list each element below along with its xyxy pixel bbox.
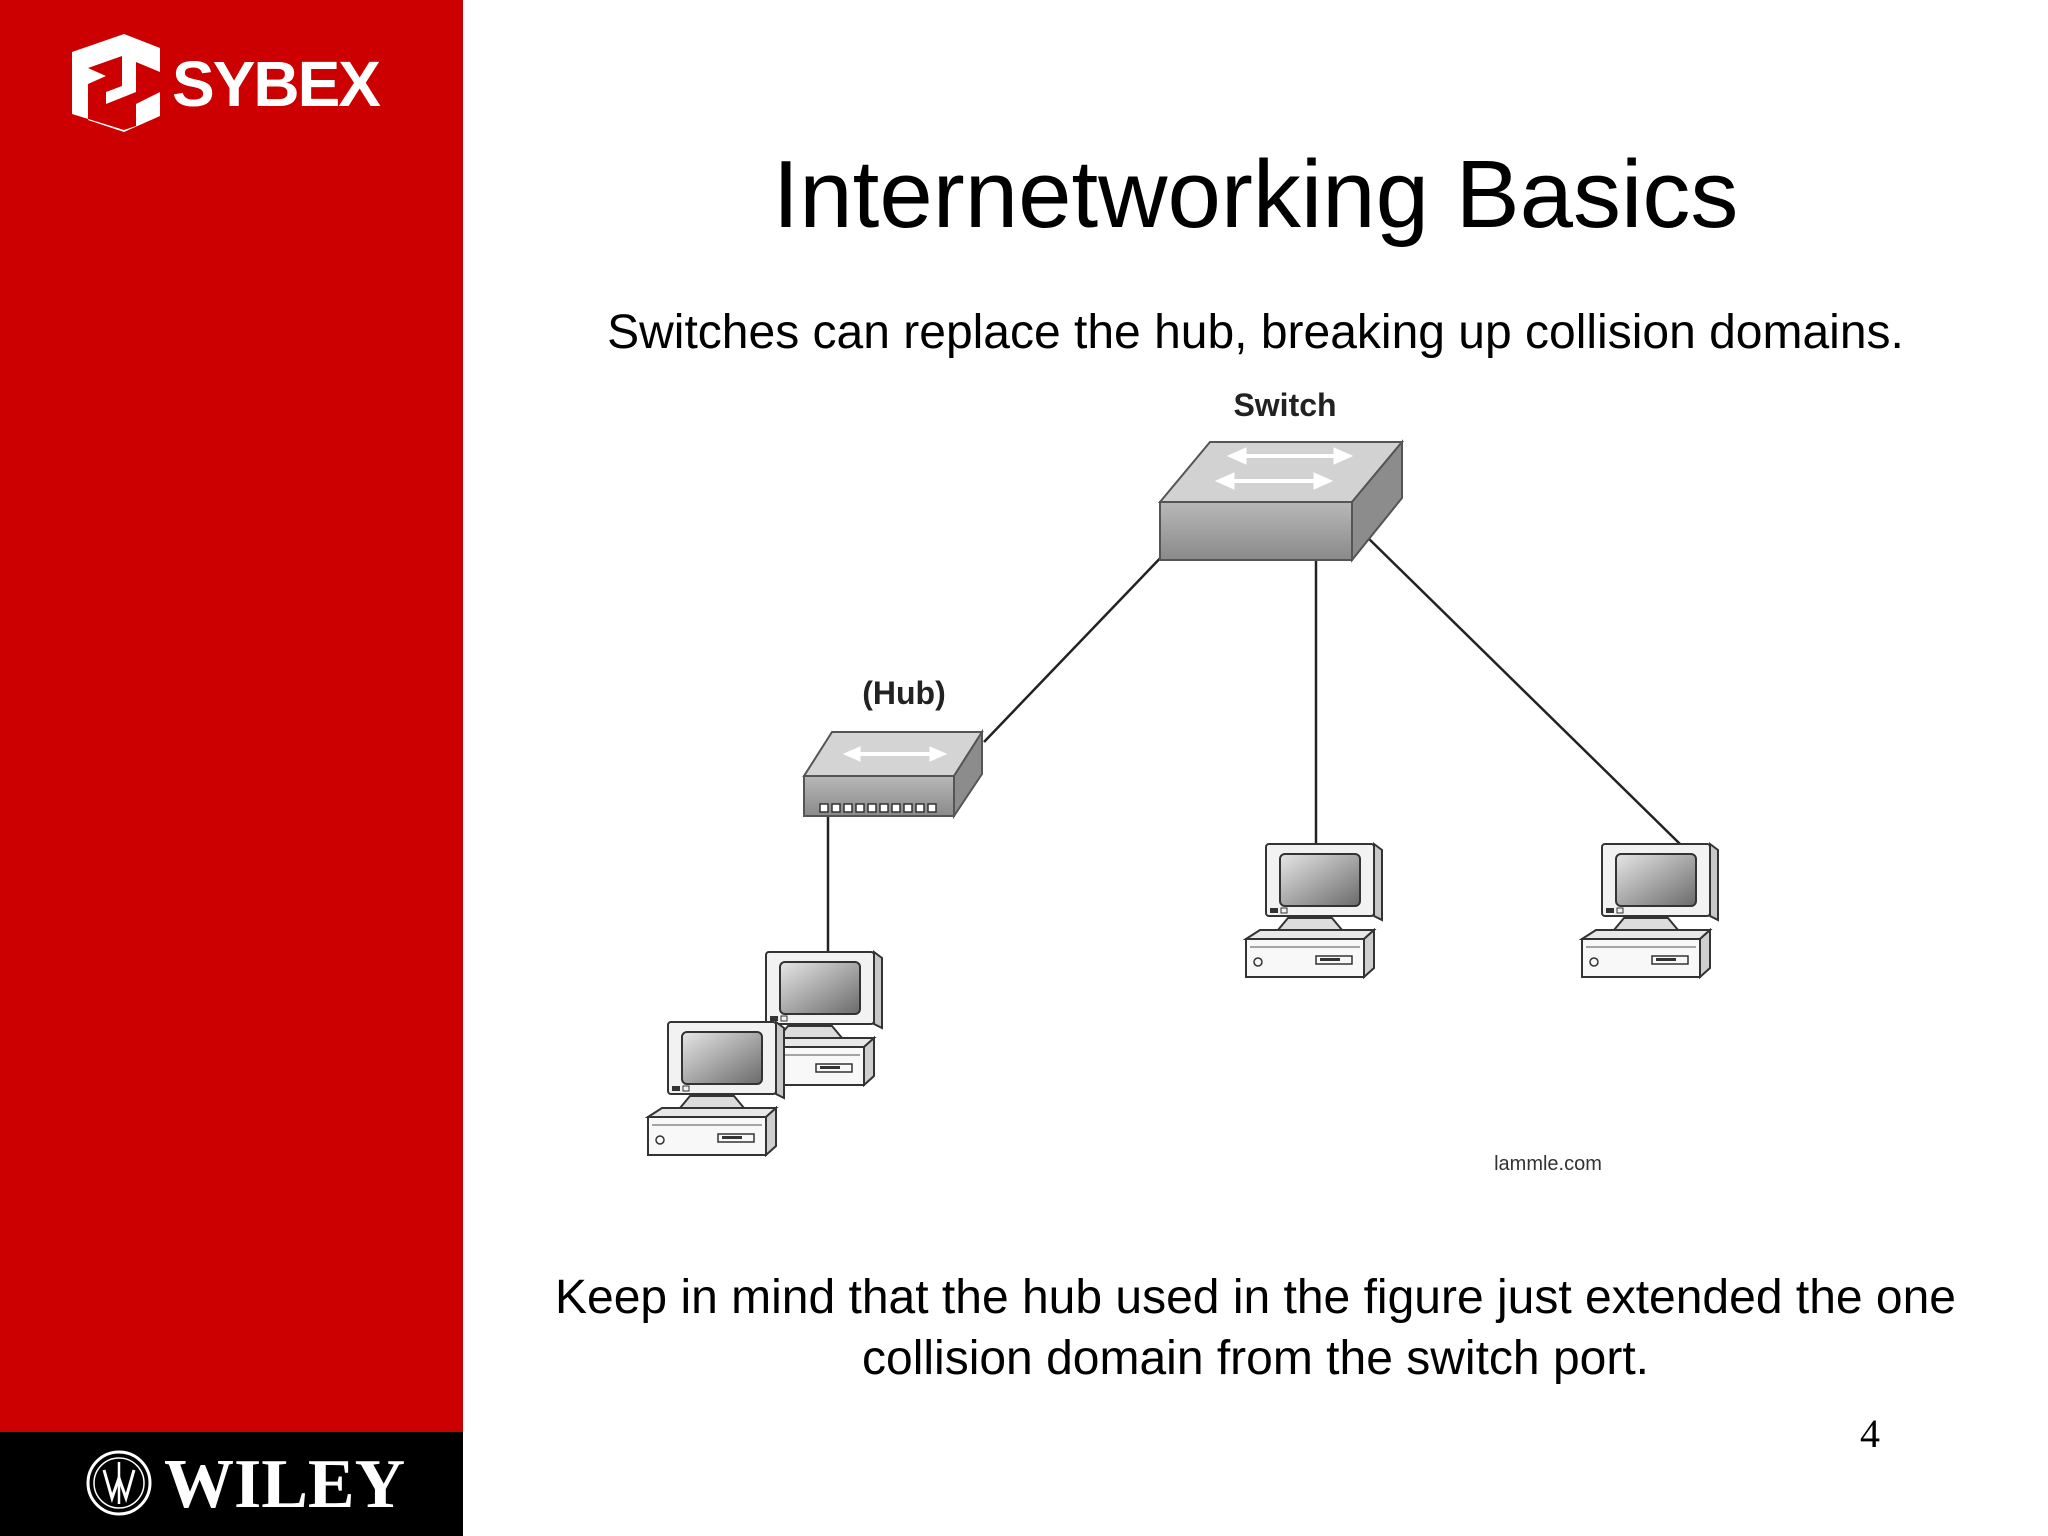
- computer-icon: [1245, 843, 1383, 978]
- hub-label: (Hub): [862, 675, 946, 711]
- sybex-wordmark: SYBEX: [172, 48, 381, 120]
- page-number: 4: [1860, 1411, 1880, 1456]
- sidebar: SYBEX WILEY: [0, 0, 463, 1536]
- slide-subtitle: Switches can replace the hub, breaking u…: [607, 306, 1904, 359]
- slide-note: Keep in mind that the hub used in the fi…: [555, 1271, 1956, 1385]
- hub-device: [802, 728, 984, 820]
- footer-band: [0, 1432, 463, 1536]
- switch-device: [1157, 439, 1405, 563]
- wiley-emblem-icon: [86, 1450, 152, 1516]
- hub-arrow-icon: [842, 746, 948, 762]
- link-switch-pc-2: [1363, 533, 1681, 845]
- switch-arrows-icon: [1214, 447, 1354, 490]
- computer-icon: [647, 1021, 785, 1156]
- link-switch-hub: [983, 549, 1169, 743]
- sybex-cube-icon: [72, 34, 160, 132]
- diagram-credit: lammle.com: [1494, 1153, 1602, 1175]
- switch-label: Switch: [1233, 387, 1336, 423]
- hub-ports: [819, 803, 937, 813]
- network-diagram: Switch (Hub) lammle.com: [647, 387, 1719, 1175]
- sybex-logo: SYBEX: [66, 34, 406, 134]
- computer-icon: [1581, 843, 1719, 978]
- link-lines: [826, 533, 1681, 952]
- wiley-wordmark: WILEY: [164, 1446, 406, 1523]
- slide-title: Internetworking Basics: [772, 141, 1739, 248]
- wiley-logo: WILEY: [84, 1444, 405, 1524]
